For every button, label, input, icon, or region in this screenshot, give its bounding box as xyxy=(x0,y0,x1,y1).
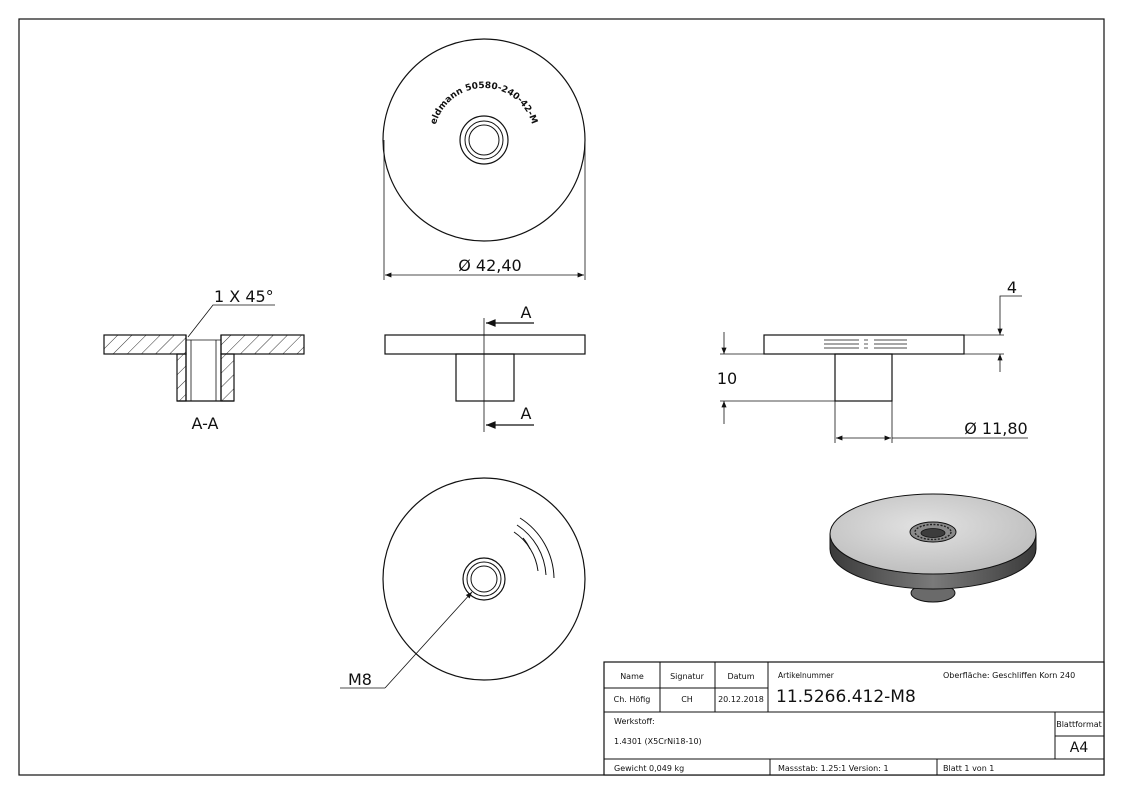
iso-hole-inner xyxy=(920,528,946,538)
bottom-view-hole-middle xyxy=(466,561,502,597)
side-view: 10 4 Ø 11,80 xyxy=(717,278,1028,443)
tb-scale: Massstab: 1.25:1 Version: 1 xyxy=(778,764,889,773)
bottom-view: M8 xyxy=(340,477,586,689)
top-view: Feldmann 50580-240-42-M8 Ø 42,40 xyxy=(0,0,586,280)
tb-article-label: Artikelnummer xyxy=(778,671,835,680)
tb-material-label: Werkstoff: xyxy=(614,717,655,726)
title-block: Name Signatur Datum Ch. Höfig CH 20.12.2… xyxy=(603,661,1105,776)
tb-weight: Gewicht 0,049 kg xyxy=(614,764,684,773)
title-block-frame xyxy=(603,661,1105,776)
section-shaft-right xyxy=(220,353,235,402)
tb-material: 1.4301 (X5CrNi18-10) xyxy=(614,737,702,746)
thread-leader xyxy=(384,591,473,689)
bottom-view-outer-circle xyxy=(382,477,586,681)
section-marker-bottom: A xyxy=(521,404,532,423)
top-view-hole-middle xyxy=(464,120,504,160)
bottom-view-hole-inner xyxy=(470,565,498,593)
side-plate xyxy=(763,334,965,355)
section-label: A-A xyxy=(192,414,219,433)
tb-date: 20.12.2018 xyxy=(718,695,764,704)
front-plate xyxy=(384,334,586,355)
chamfer-label: 1 X 45° xyxy=(214,287,274,306)
top-view-hole-outer xyxy=(459,115,509,165)
side-engraving-marks xyxy=(824,339,907,349)
tb-signature: CH xyxy=(681,695,693,704)
thickness-leader-top xyxy=(997,295,1022,335)
section-marker-top: A xyxy=(521,303,532,322)
iso-hole-thread xyxy=(914,523,952,541)
sheet-border xyxy=(18,18,1105,776)
dimension-diameter-11: Ø 11,80 xyxy=(964,419,1027,438)
tb-sheet: Blatt 1 von 1 xyxy=(943,764,994,773)
tb-article-number: 11.5266.412-M8 xyxy=(776,687,916,707)
chamfer-leader xyxy=(187,304,275,338)
section-plate-left xyxy=(103,334,187,355)
top-view-hole-inner xyxy=(468,124,500,156)
tb-header-date: Datum xyxy=(727,672,754,681)
dimension-height-10: 10 xyxy=(717,369,737,388)
bottom-view-hole-outer xyxy=(462,557,506,601)
section-plate-right xyxy=(220,334,305,355)
dimension-diameter-42: Ø 42,40 xyxy=(458,256,521,275)
dimension-thickness-4: 4 xyxy=(1007,278,1017,297)
side-shaft xyxy=(834,353,893,402)
front-view: A A xyxy=(384,303,586,432)
tb-sheet-format: A4 xyxy=(1070,740,1089,756)
section-view: 1 X 45° A-A xyxy=(103,287,305,433)
front-shaft xyxy=(455,353,515,402)
top-view-outer-circle xyxy=(382,38,586,242)
tb-surface: Oberfläche: Geschliffen Korn 240 xyxy=(943,671,1075,680)
tb-header-name: Name xyxy=(620,672,644,681)
tb-header-signature: Signatur xyxy=(670,672,705,681)
thread-label: M8 xyxy=(348,670,372,689)
tb-name: Ch. Höfig xyxy=(614,695,651,704)
bottom-view-grain-marks xyxy=(513,517,555,579)
section-shaft-left xyxy=(176,353,187,402)
tb-sheet-format-label: Blattformat xyxy=(1056,720,1102,729)
isometric-view xyxy=(829,493,1037,603)
